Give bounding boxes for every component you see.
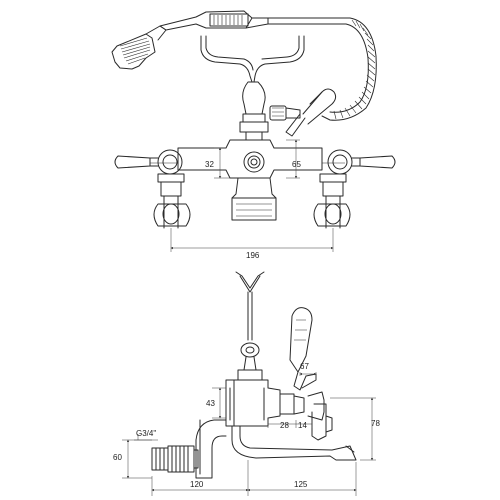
dim-label-60: 60 — [113, 453, 122, 462]
dim-label-78: 78 — [371, 419, 380, 428]
dim-label-67: 67 — [300, 362, 309, 371]
deck-body — [150, 139, 345, 179]
left-leg — [153, 173, 191, 229]
lever-side — [289, 307, 317, 391]
tap-side — [307, 391, 333, 441]
dimension-lines-side — [122, 372, 376, 496]
left-tap-handle — [114, 149, 183, 175]
spout-side — [231, 425, 357, 461]
right-leg — [313, 173, 351, 229]
inlet-pipe — [151, 419, 227, 479]
dimension-lines-top — [170, 139, 334, 252]
column-side — [237, 342, 263, 381]
shower-handset — [159, 10, 269, 31]
handset-cradle — [200, 35, 305, 83]
diverter-lever — [285, 88, 337, 137]
cradle-side — [235, 271, 265, 341]
center-column — [239, 81, 301, 141]
shower-hose — [267, 17, 377, 121]
body-side — [225, 379, 305, 427]
shower-head — [111, 25, 167, 70]
spout-top-view — [231, 177, 277, 221]
dim-label-120: 120 — [190, 480, 204, 489]
dim-label-28: 28 — [280, 421, 289, 430]
dim-label-43: 43 — [206, 399, 215, 408]
dim-label-thread: G3/4" — [136, 429, 156, 438]
dim-label-14: 14 — [298, 421, 307, 430]
top-view: 32 65 196 — [111, 10, 396, 260]
right-tap-handle — [327, 149, 396, 175]
dim-label-196: 196 — [246, 251, 260, 260]
dim-label-125: 125 — [294, 480, 308, 489]
dim-label-65: 65 — [292, 160, 301, 169]
side-view: 67 43 28 14 78 G3/4" 60 120 125 — [113, 271, 380, 496]
dim-label-32: 32 — [205, 160, 214, 169]
